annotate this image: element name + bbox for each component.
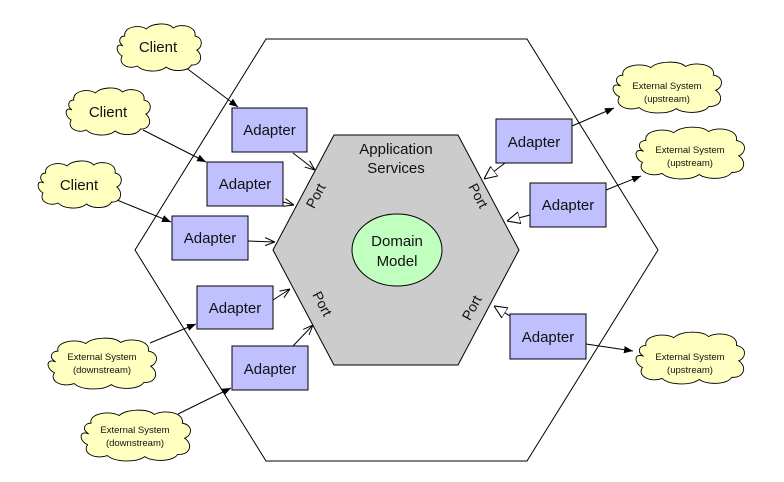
adapter-label: Adapter (243, 122, 296, 139)
adapter-box: Adapter (171, 215, 249, 261)
adapter-box: Adapter (509, 313, 587, 360)
connector-adapter6-upstream1 (571, 107, 615, 127)
application-services-label-line2: Services (367, 160, 425, 177)
connector-downstream2-adapter5 (177, 387, 232, 415)
connector-adapter4-port (272, 289, 290, 301)
external-system-sublabel: (upstream) (667, 158, 713, 169)
client-label: Client (139, 39, 178, 56)
connector-adapter5-port (292, 325, 313, 347)
connector-downstream1-adapter4 (149, 323, 197, 344)
adapter-label: Adapter (219, 176, 272, 193)
external-system-downstream-cloud: External System (downstream) (47, 337, 158, 390)
connector-client2-adapter2 (142, 129, 207, 163)
external-system-sublabel: (upstream) (667, 365, 713, 376)
adapter-box: Adapter (495, 118, 573, 164)
adapter-box: Adapter (231, 345, 309, 391)
connector-adapter2-port (282, 202, 294, 205)
external-system-upstream-cloud: External System (upstream) (635, 331, 746, 385)
external-system-label: External System (655, 145, 724, 156)
adapter-label: Adapter (184, 230, 237, 247)
external-system-sublabel: (downstream) (106, 438, 164, 449)
adapter-label: Adapter (508, 134, 561, 151)
connector-adapter7-upstream2 (605, 175, 642, 191)
client-cloud: Client (37, 160, 122, 209)
external-system-upstream-cloud: External System (upstream) (612, 61, 723, 114)
external-system-upstream-cloud: External System (upstream) (635, 126, 746, 180)
adapter-label: Adapter (244, 361, 297, 378)
domain-model-ellipse (351, 213, 443, 287)
external-system-sublabel: (downstream) (73, 365, 131, 376)
external-system-label: External System (655, 352, 724, 363)
client-label: Client (89, 104, 128, 121)
connector-adapter1-port (292, 152, 315, 170)
application-services-label-line1: Application (359, 141, 432, 158)
connector-client3-adapter3 (116, 199, 172, 223)
adapter-label: Adapter (522, 329, 575, 346)
domain-model-label-line1: Domain (371, 233, 423, 250)
adapter-box: Adapter (231, 107, 308, 153)
connector-adapter8-port (494, 306, 511, 316)
connector-adapter6-port (484, 162, 506, 179)
external-system-label: External System (632, 81, 701, 92)
external-system-label: External System (100, 425, 169, 436)
external-system-label: External System (67, 352, 136, 363)
client-cloud: Client (65, 87, 151, 136)
connector-adapter7-port (507, 215, 531, 221)
adapter-box: Adapter (529, 182, 607, 228)
connector-client1-adapter1 (184, 66, 239, 108)
adapter-box: Adapter (196, 285, 274, 330)
adapter-label: Adapter (209, 300, 262, 317)
domain-model-label-line2: Model (377, 253, 418, 270)
client-cloud: Client (116, 23, 202, 72)
adapter-box: Adapter (206, 161, 284, 207)
client-label: Client (60, 177, 99, 194)
external-system-downstream-cloud: External System (downstream) (80, 409, 192, 462)
connector-adapter8-upstream3 (585, 343, 634, 354)
connector-adapter3-port (247, 241, 275, 242)
external-system-sublabel: (upstream) (644, 94, 690, 105)
adapter-label: Adapter (542, 197, 595, 214)
